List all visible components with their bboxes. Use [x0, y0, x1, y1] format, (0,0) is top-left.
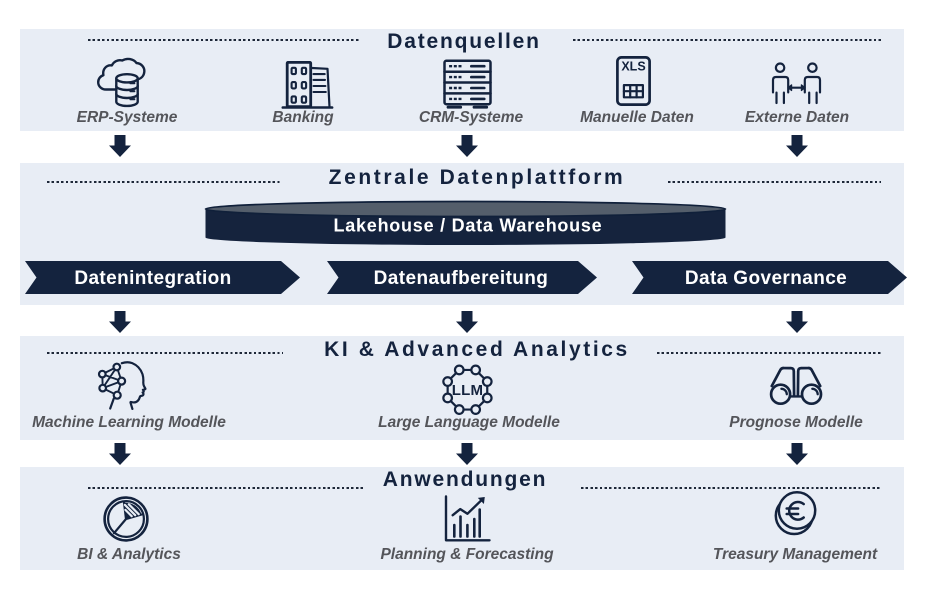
svg-text:LLM: LLM: [452, 382, 483, 399]
svg-text:XLS: XLS: [621, 60, 645, 74]
